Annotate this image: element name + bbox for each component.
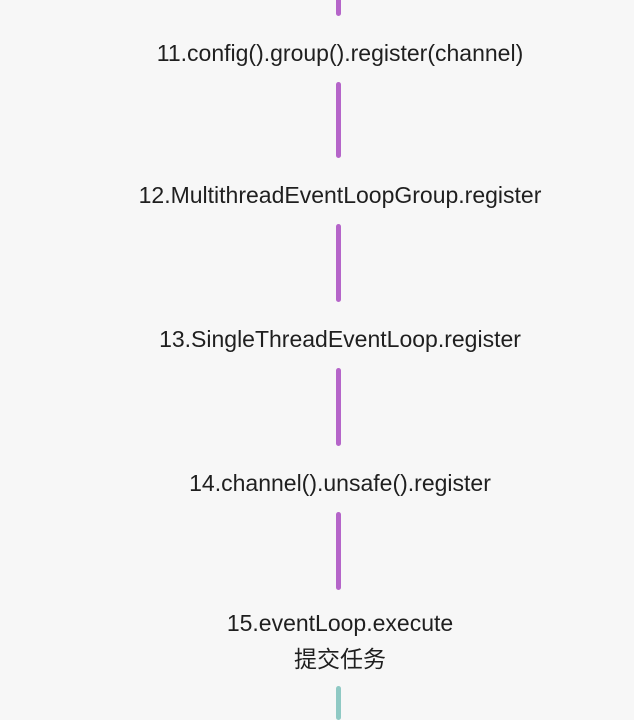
step-13-label: 13.SingleThreadEventLoop.register xyxy=(159,326,521,352)
step-12-label: 12.MultithreadEventLoopGroup.register xyxy=(138,182,542,208)
step-11-label: 11.config().group().register(channel) xyxy=(156,40,524,66)
step-14-label: 14.channel().unsafe().register xyxy=(189,470,491,496)
connector-line-bottom xyxy=(336,686,341,720)
connector-line-13-14 xyxy=(336,368,341,446)
step-12: 12.MultithreadEventLoopGroup.register xyxy=(0,177,634,213)
connector-line-11-12 xyxy=(336,82,341,158)
step-15-sublabel: 提交任务 xyxy=(294,646,386,672)
step-15-label: 15.eventLoop.execute xyxy=(226,610,454,636)
connector-line-top xyxy=(336,0,341,16)
step-14: 14.channel().unsafe().register xyxy=(0,465,634,501)
step-11: 11.config().group().register(channel) xyxy=(0,35,634,71)
step-13: 13.SingleThreadEventLoop.register xyxy=(0,321,634,357)
connector-line-12-13 xyxy=(336,224,341,302)
connector-line-14-15 xyxy=(336,512,341,590)
step-15: 15.eventLoop.execute 提交任务 xyxy=(0,605,634,677)
